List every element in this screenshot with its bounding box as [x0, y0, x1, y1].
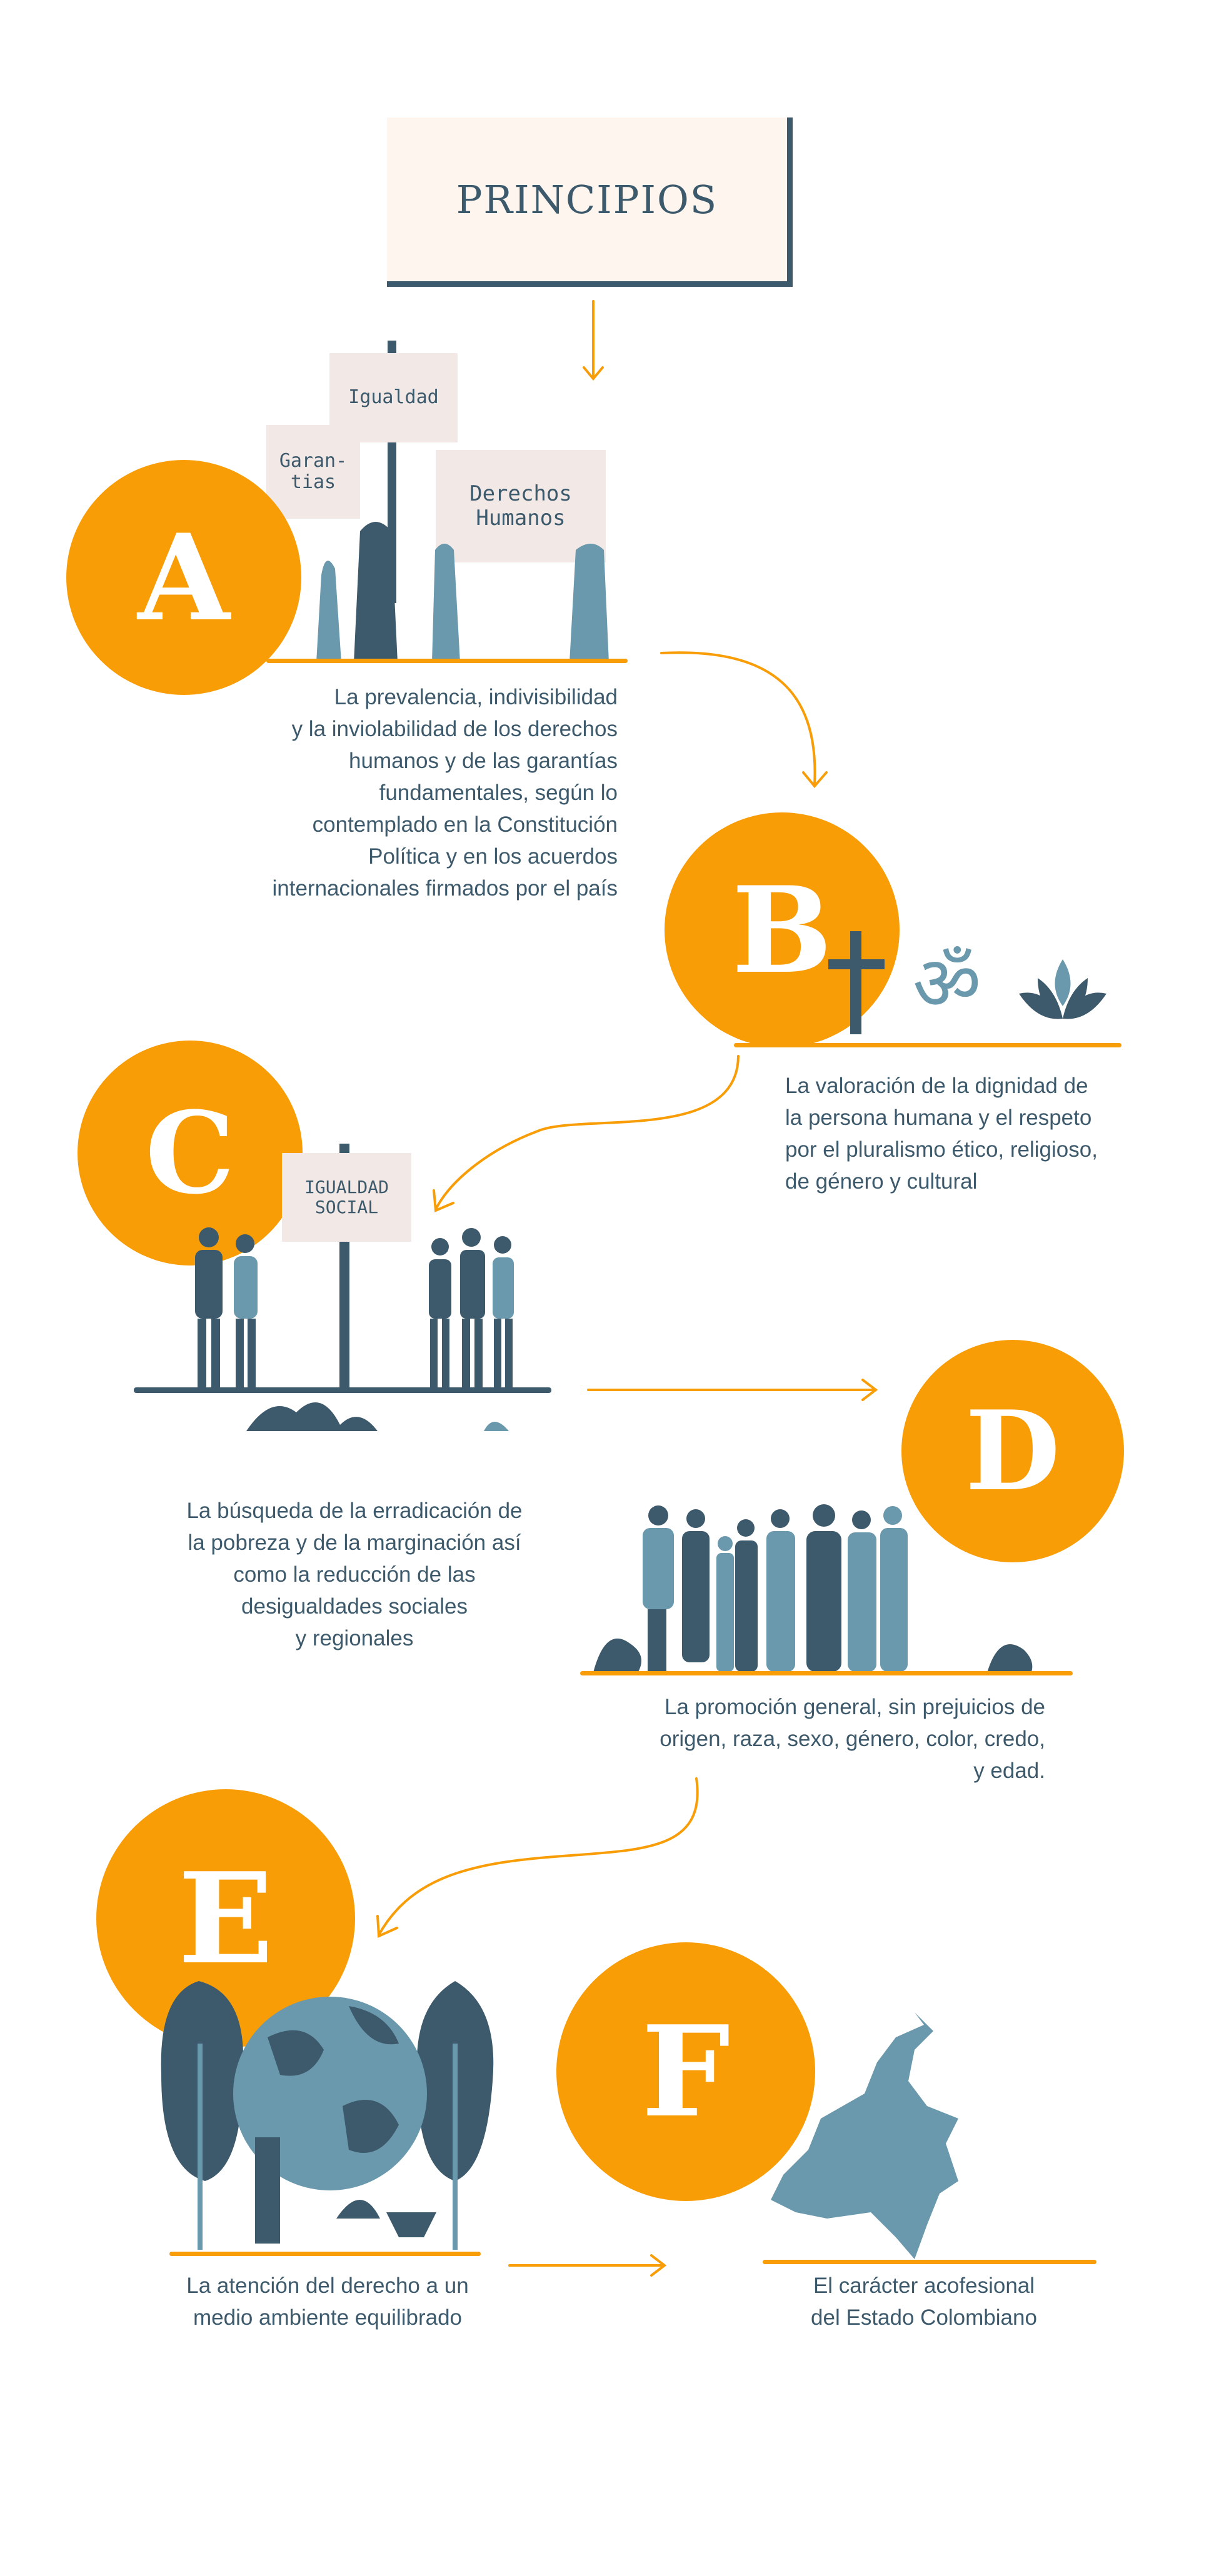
om-icon: ॐ — [913, 941, 981, 1027]
diverse-people-illustration — [593, 1504, 1033, 1675]
letter-circle-f: F — [556, 1942, 815, 2201]
title-box: PRINCIPIOS — [387, 117, 793, 287]
text-line: por el pluralismo ético, religioso, — [785, 1137, 1098, 1162]
letter-b: B — [731, 860, 833, 1000]
sign-garantias: Garan- tias — [266, 425, 360, 519]
text-line: Política y en los acuerdos — [368, 844, 618, 869]
principle-b-text: La valoración de la dignidad de la perso… — [785, 1070, 1098, 1197]
principle-d-text: La promoción general, sin prejuicios de … — [660, 1691, 1045, 1787]
principle-e-text: La atención del derecho a un medio ambie… — [140, 2270, 515, 2334]
text-line: la persona humana y el respeto — [785, 1106, 1092, 1130]
letter-c: C — [145, 1087, 235, 1219]
text-line: contemplado en la Constitución — [312, 812, 618, 837]
page-title: PRINCIPIOS — [456, 176, 718, 222]
letter-f: F — [641, 1998, 730, 2145]
text-line: como la reducción de las — [233, 1562, 476, 1587]
letter-circle-d: D — [901, 1340, 1124, 1562]
arrow-title-to-a — [583, 300, 604, 381]
arrow-b-to-c — [433, 1055, 740, 1212]
principle-f-text: El carácter acofesional del Estado Colom… — [736, 2270, 1111, 2334]
text-line: de género y cultural — [785, 1169, 978, 1194]
letter-e: E — [178, 1845, 274, 1992]
divider-b — [734, 1043, 1121, 1047]
colombia-map-icon — [771, 2012, 958, 2259]
letter-circle-a: A — [66, 460, 301, 695]
sign-igualdad: Igualdad — [329, 353, 458, 442]
text-line: humanos y de las garantías — [349, 749, 618, 773]
people-group-illustration — [195, 1227, 514, 1431]
arrow-a-to-b — [660, 651, 828, 789]
arrow-d-to-e — [376, 1777, 699, 1939]
text-line: y edad. — [973, 1759, 1045, 1783]
divider-e — [169, 2252, 481, 2256]
text-line: y la inviolabilidad de los derechos — [291, 717, 618, 741]
text-line: El carácter acofesional — [813, 2274, 1035, 2298]
divider-d — [580, 1671, 1073, 1675]
lotus-icon — [1019, 959, 1106, 1019]
text-line: La prevalencia, indivisibilidad — [334, 685, 618, 709]
text-line: medio ambiente equilibrado — [193, 2305, 462, 2330]
text-line: internacionales firmados por el país — [272, 876, 618, 901]
letter-a: A — [138, 507, 230, 647]
letter-d: D — [965, 1387, 1060, 1515]
text-line: La búsqueda de la erradicación de — [186, 1499, 523, 1523]
divider-c — [134, 1387, 551, 1393]
arrow-c-to-d — [587, 1379, 878, 1401]
principle-c-text: La búsqueda de la erradicación de la pob… — [167, 1495, 542, 1654]
text-line: desigualdades sociales — [241, 1594, 468, 1619]
divider-f — [763, 2260, 1096, 2264]
text-line: del Estado Colombiano — [811, 2305, 1037, 2330]
letter-circle-c: C — [78, 1041, 303, 1266]
environment-globe-illustration — [161, 1981, 494, 2250]
text-line: fundamentales, según lo — [379, 781, 618, 805]
principle-a-text: La prevalencia, indivisibilidad y la inv… — [272, 681, 618, 904]
text-line: La promoción general, sin prejuicios de — [665, 1695, 1045, 1719]
raised-arms-illustration — [316, 522, 609, 662]
text-line: origen, raza, sexo, género, color, credo… — [660, 1727, 1045, 1751]
sign-igualdad-social: IGUALDAD SOCIAL — [282, 1153, 411, 1242]
sign-derechos-humanos: Derechos Humanos — [436, 450, 606, 562]
arrow-e-to-f — [508, 2254, 667, 2277]
text-line: La valoración de la dignidad de — [785, 1074, 1088, 1098]
text-line: y regionales — [295, 1626, 414, 1650]
cross-icon — [828, 931, 885, 1034]
text-line: la pobreza y de la marginación así — [188, 1530, 521, 1555]
divider-a — [266, 659, 628, 663]
text-line: La atención del derecho a un — [186, 2274, 469, 2298]
